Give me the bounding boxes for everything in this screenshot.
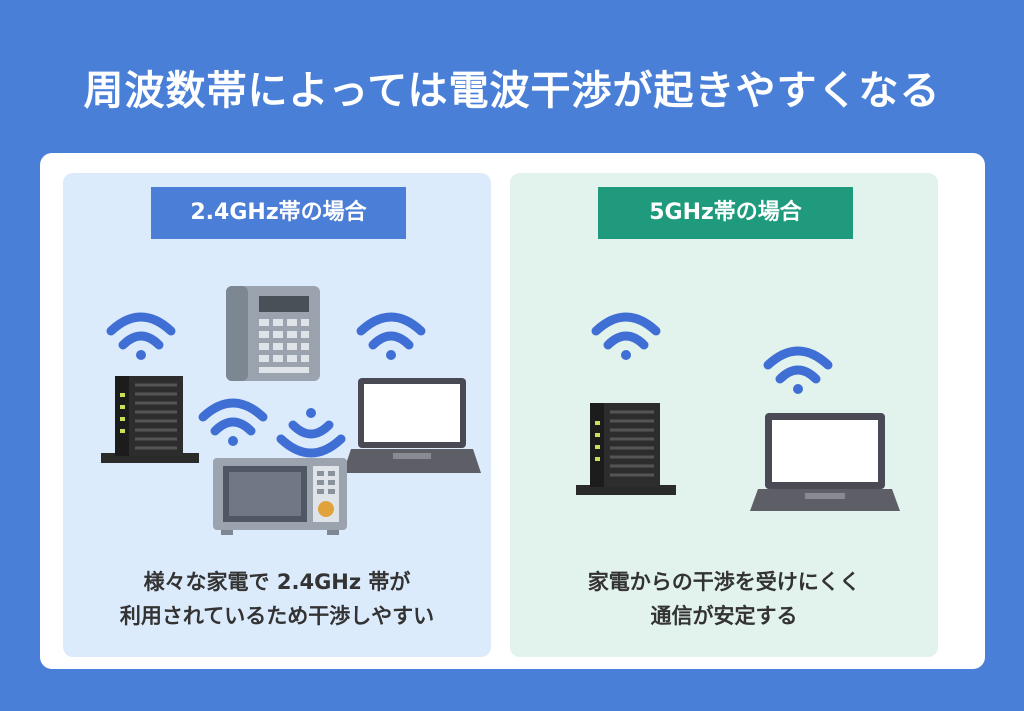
- laptop-icon: [343, 378, 481, 473]
- wifi-wave-icon: [106, 312, 176, 360]
- caption-5ghz-line1: 家電からの干渉を受けにくく: [587, 570, 861, 594]
- panel-5ghz: 5GHz帯の場合: [510, 173, 938, 657]
- caption-5ghz: 家電からの干渉を受けにくく 通信が安定する: [510, 565, 938, 633]
- wifi-wave-icon: [276, 408, 346, 458]
- caption-2-4ghz: 様々な家電で 2.4GHz 帯が 利用されているため干渉しやすい: [63, 565, 491, 633]
- scene-5ghz: [576, 312, 900, 511]
- wifi-router-icon: [101, 376, 199, 463]
- wifi-router-icon: [576, 403, 676, 495]
- caption-2-4ghz-line1: 様々な家電で 2.4GHz 帯が: [143, 570, 411, 594]
- badge-5ghz: 5GHz帯の場合: [598, 187, 853, 239]
- scene-2-4ghz: [101, 286, 481, 535]
- laptop-icon: [750, 413, 900, 511]
- comparison-card: 2.4GHz帯の場合: [40, 153, 985, 669]
- wifi-wave-icon: [198, 398, 268, 446]
- page-title: 周波数帯によっては電波干渉が起きやすくなる: [83, 68, 941, 114]
- wifi-wave-icon: [763, 346, 833, 394]
- wifi-wave-icon: [356, 312, 426, 360]
- desk-phone-icon: [226, 286, 320, 381]
- microwave-icon: [213, 458, 347, 535]
- caption-2-4ghz-line2: 利用されているため干渉しやすい: [119, 604, 435, 628]
- caption-5ghz-line2: 通信が安定する: [650, 604, 798, 628]
- badge-2-4ghz: 2.4GHz帯の場合: [151, 187, 406, 239]
- wifi-wave-icon: [591, 312, 661, 360]
- panel-2-4ghz: 2.4GHz帯の場合: [63, 173, 491, 657]
